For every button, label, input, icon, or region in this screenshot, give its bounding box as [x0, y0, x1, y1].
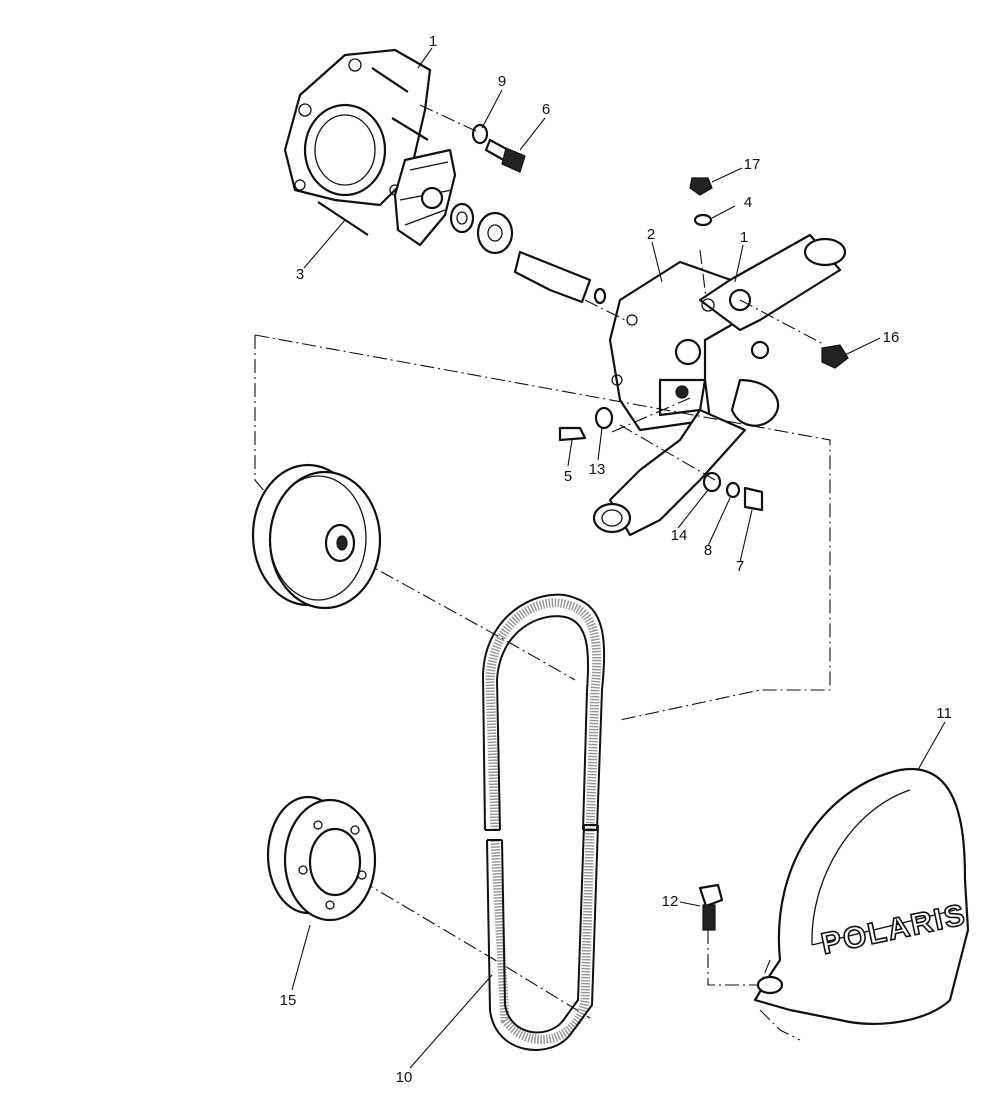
lower-pulley	[266, 795, 377, 922]
pump-rear-housing	[283, 48, 432, 207]
belt-cover: POLARIS	[753, 767, 970, 1026]
cover-bolt	[698, 883, 724, 931]
callout-7: 7	[735, 558, 745, 575]
callout-11: 11	[936, 705, 952, 722]
callout-14: 14	[670, 527, 688, 544]
callout-5: 5	[563, 468, 573, 485]
fasteners	[558, 177, 849, 512]
upper-pulley	[251, 463, 382, 610]
washer-and-bolt	[471, 123, 526, 173]
callout-1-rear-housing: 1	[428, 33, 438, 50]
callout-15: 15	[279, 992, 297, 1009]
outlet-elbow	[592, 408, 747, 537]
callout-4: 4	[743, 194, 753, 211]
callout-3: 3	[295, 266, 305, 283]
impeller	[393, 148, 457, 247]
drive-belt	[481, 593, 606, 1051]
callout-1-front-housing: 1	[739, 229, 749, 246]
callout-10: 10	[395, 1069, 413, 1086]
callout-9: 9	[497, 73, 507, 90]
pump-front-housing	[608, 233, 847, 432]
callout-12: 12	[661, 893, 679, 910]
callout-2: 2	[646, 226, 656, 243]
alignment-lines	[254, 104, 831, 1041]
studs	[317, 67, 429, 236]
callout-8: 8	[703, 542, 713, 559]
callout-16: 16	[882, 329, 900, 346]
leader-lines	[291, 47, 946, 1069]
callout-13: 13	[588, 461, 606, 478]
seal-and-shaft	[449, 202, 607, 305]
callout-17: 17	[743, 156, 761, 173]
callout-6: 6	[541, 101, 551, 118]
